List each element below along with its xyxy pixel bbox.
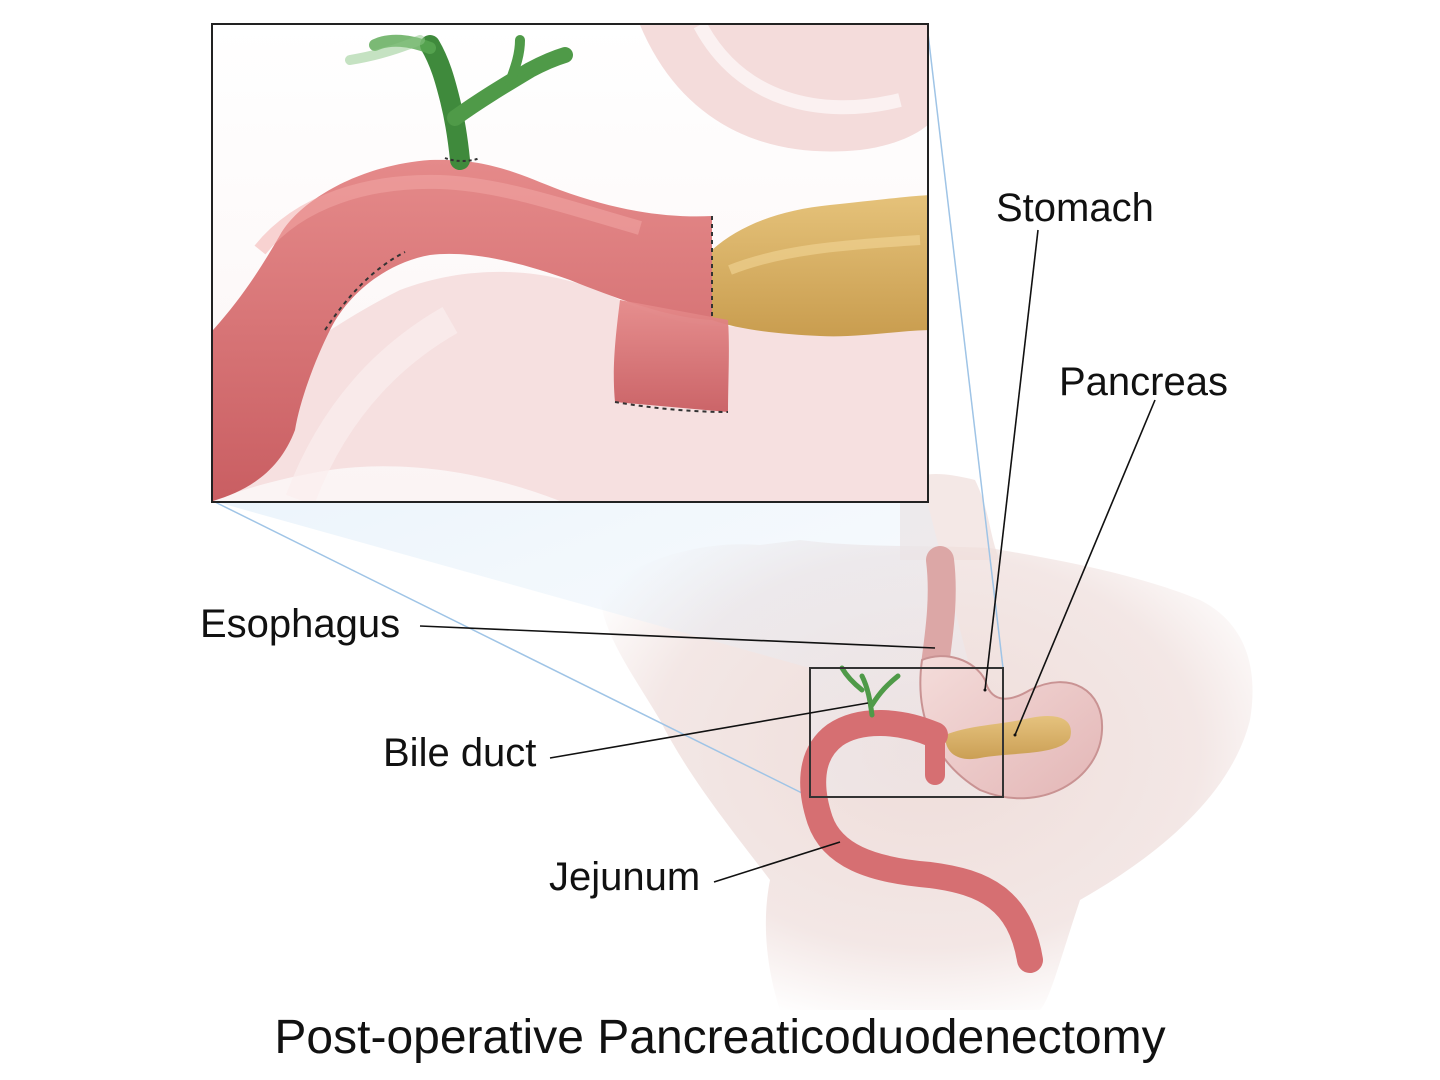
small-anatomy [800, 546, 1104, 973]
leader-stomach [984, 229, 1039, 691]
inset-panel [211, 23, 929, 503]
jejunum-inset [213, 159, 712, 501]
label-pancreas: Pancreas [1059, 360, 1228, 404]
leader-lines [419, 229, 1156, 883]
label-esophagus: Esophagus [200, 602, 401, 646]
label-stomach: Stomach [996, 186, 1154, 230]
bile-duct-inset [345, 34, 573, 170]
zoom-box [809, 667, 1004, 798]
zoom-callout [213, 501, 1003, 797]
label-jejunum: Jejunum [549, 855, 701, 899]
leader-pancreas [1014, 399, 1156, 736]
leader-esophagus [419, 625, 936, 649]
leader-dot-pancreas [1013, 733, 1017, 737]
leader-dot-stomach [983, 688, 987, 692]
label-bile-duct: Bile duct [383, 731, 537, 775]
pancreas-inset [712, 195, 927, 337]
page-title: Post-operative Pancreaticoduodenectomy [274, 1011, 1166, 1064]
leader-bile-duct [549, 702, 869, 759]
leader-jejunum [713, 841, 841, 883]
